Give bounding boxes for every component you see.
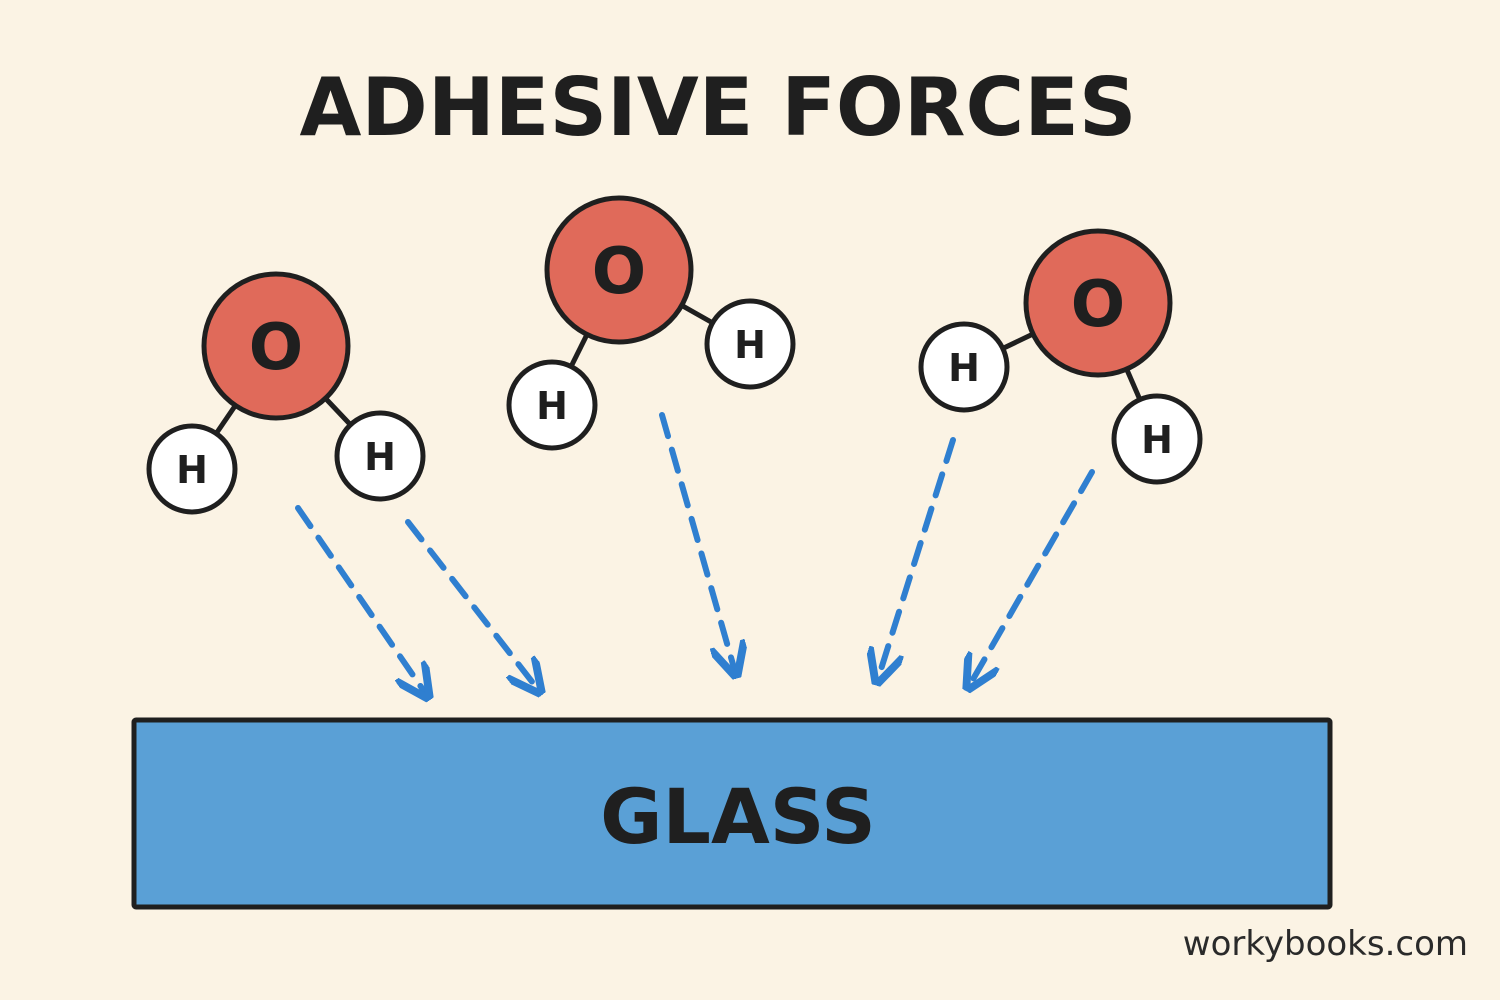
adhesion-arrow-3: [659, 412, 736, 675]
hydrogen-atom: [1111, 393, 1203, 485]
hydrogen-atom: [704, 298, 796, 390]
hydrogen-label: H: [1141, 418, 1173, 462]
oxygen-atom: [1023, 228, 1173, 378]
adhesion-arrow-2: [405, 519, 540, 692]
water-molecule-3: O H H: [918, 228, 1203, 485]
glass-label: GLASS: [600, 772, 876, 861]
diagram-title: ADHESIVE FORCES: [300, 61, 1137, 154]
oxygen-label: O: [1071, 268, 1125, 342]
hydrogen-label: H: [536, 384, 568, 428]
hydrogen-atom: [918, 321, 1010, 413]
hydrogen-atom: [334, 410, 426, 502]
hydrogen-atom: [506, 359, 598, 451]
hydrogen-label: H: [734, 323, 766, 367]
oxygen-label: O: [249, 311, 303, 385]
water-molecule-1: O H H: [146, 271, 426, 515]
hydrogen-label: H: [948, 346, 980, 390]
hydrogen-label: H: [364, 435, 396, 479]
oxygen-atom: [201, 271, 351, 421]
adhesion-arrow-1: [295, 505, 428, 697]
oxygen-atom: [544, 195, 694, 345]
adhesion-arrow-5: [968, 469, 1095, 688]
glass-slab: [131, 717, 1333, 910]
adhesion-arrow-4: [877, 437, 956, 682]
water-molecule-2: O H H: [506, 195, 796, 451]
oxygen-label: O: [592, 235, 646, 309]
glass-surface: GLASS: [131, 717, 1333, 910]
hydrogen-label: H: [176, 448, 208, 492]
watermark: workybooks.com: [1183, 924, 1468, 964]
hydrogen-atom: [146, 423, 238, 515]
adhesion-arrows: [295, 412, 1095, 697]
